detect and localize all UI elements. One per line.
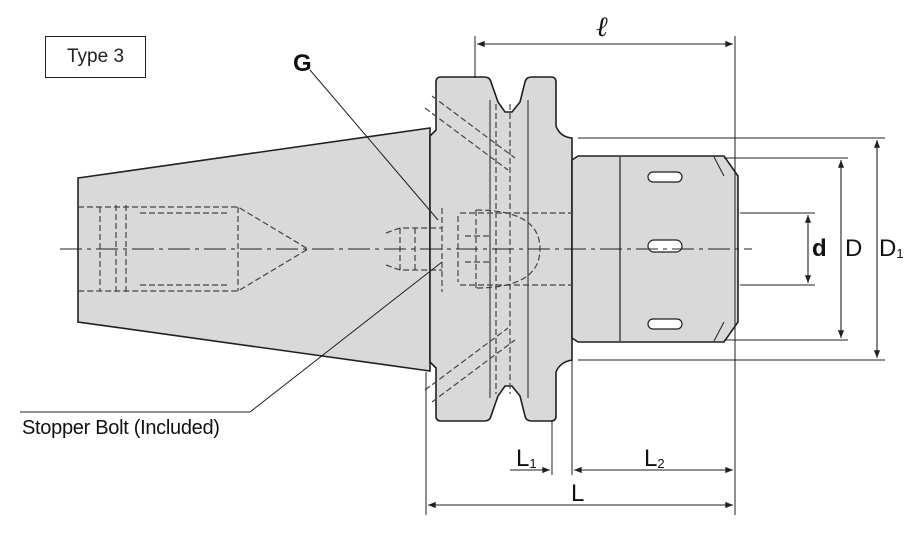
extension-lines (425, 36, 885, 515)
type-label-box: Type 3 (45, 36, 146, 78)
L-dimension-label: L (571, 480, 585, 507)
d-dimension-label: d (812, 235, 827, 262)
L1-sub: 1 (529, 456, 537, 471)
L2-main: L (644, 445, 658, 472)
nut-edge-line (713, 156, 725, 177)
dimension-lines (428, 40, 881, 509)
D-dimension-label: D (845, 235, 863, 262)
type-label: Type 3 (66, 46, 125, 67)
stopper-leader (249, 261, 443, 413)
nut-slot (647, 171, 683, 183)
D1-main: D (879, 235, 897, 262)
g-leader (309, 69, 439, 221)
nut-slot (647, 239, 683, 253)
nut-slot (647, 318, 683, 330)
g-label: G (293, 50, 312, 77)
L2-dimension-label: L2 (644, 445, 665, 473)
stopper-bolt-label: Stopper Bolt (Included) (22, 417, 220, 439)
D1-dimension-label: D1 (879, 235, 904, 263)
L1-dimension-label: L1 (516, 445, 537, 473)
L2-sub: 2 (657, 456, 665, 471)
L1-main: L (516, 445, 530, 472)
nut-edge-line (713, 321, 725, 342)
ell-dimension-label: ℓ (596, 10, 608, 43)
D1-sub: 1 (896, 246, 904, 261)
